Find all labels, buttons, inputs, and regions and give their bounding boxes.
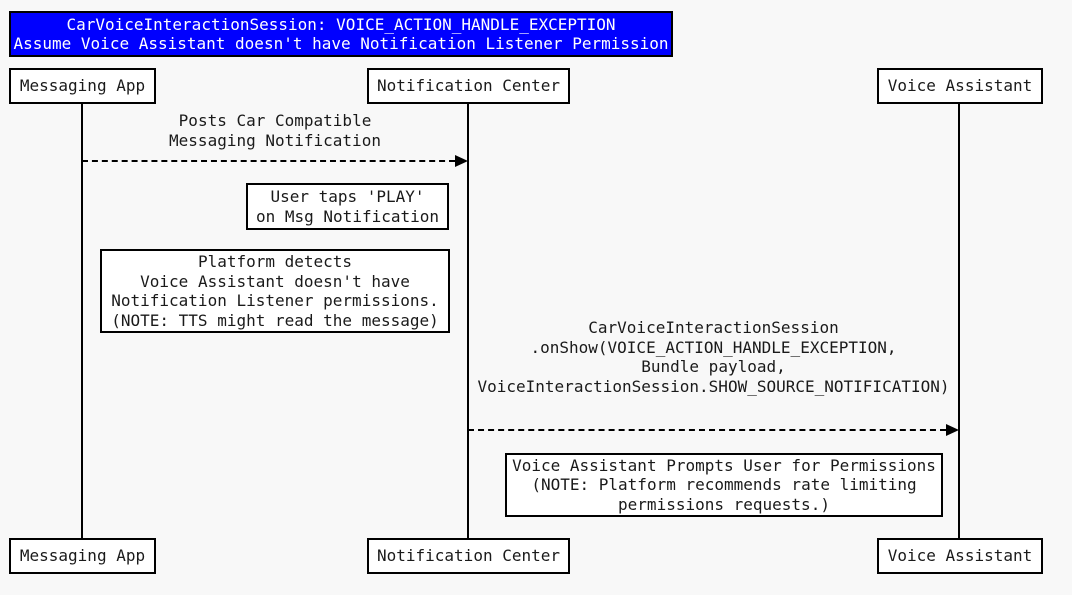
- diagram-title-line-1: CarVoiceInteractionSession: VOICE_ACTION…: [66, 14, 616, 34]
- note-2-line-2: Voice Assistant doesn't have: [140, 271, 410, 291]
- actor-box-messaging-app-top: Messaging App: [9, 68, 156, 104]
- actor-label-voice-assistant-bottom: Voice Assistant: [887, 546, 1033, 566]
- actor-box-notification-center-top: Notification Center: [367, 68, 570, 104]
- message-2-arrowhead: [946, 424, 959, 436]
- message-2-line-4: VoiceInteractionSession.SHOW_SOURCE_NOTI…: [477, 376, 950, 396]
- lifeline-voice-assistant: [958, 104, 960, 538]
- lifeline-messaging-app: [81, 104, 83, 538]
- message-1-label: Posts Car Compatible Messaging Notificat…: [82, 111, 468, 150]
- message-2-arrow-line: [468, 429, 946, 431]
- message-1-arrowhead: [455, 155, 468, 167]
- actor-box-voice-assistant-bottom: Voice Assistant: [877, 538, 1043, 574]
- note-1-line-2: on Msg Notification: [255, 206, 440, 226]
- message-1-arrow-line: [82, 160, 455, 162]
- actor-box-voice-assistant-top: Voice Assistant: [877, 68, 1043, 104]
- message-2-line-2: .onShow(VOICE_ACTION_HANDLE_EXCEPTION,: [530, 337, 897, 357]
- note-3-line-3: permissions requests.): [618, 494, 830, 514]
- actor-label-notification-center-bottom: Notification Center: [376, 546, 561, 566]
- message-2-label: CarVoiceInteractionSession .onShow(VOICE…: [468, 318, 959, 396]
- note-voice-assistant-prompts: Voice Assistant Prompts User for Permiss…: [505, 453, 943, 517]
- note-3-line-2: (NOTE: Platform recommends rate limiting: [531, 475, 917, 495]
- actor-label-messaging-app: Messaging App: [19, 76, 146, 96]
- note-platform-detects: Platform detects Voice Assistant doesn't…: [100, 249, 450, 333]
- actor-box-notification-center-bottom: Notification Center: [367, 538, 570, 574]
- message-2-line-3: Bundle payload,: [641, 357, 786, 376]
- message-1-line-2: Messaging Notification: [169, 130, 381, 150]
- note-2-line-1: Platform detects: [197, 252, 353, 271]
- note-3-line-1: Voice Assistant Prompts User for Permiss…: [512, 455, 936, 475]
- message-1-line-1: Posts Car Compatible: [178, 111, 372, 130]
- diagram-title: CarVoiceInteractionSession: VOICE_ACTION…: [9, 11, 673, 57]
- actor-label-voice-assistant: Voice Assistant: [887, 76, 1033, 96]
- actor-label-notification-center: Notification Center: [376, 76, 561, 96]
- lifeline-notification-center: [467, 104, 469, 538]
- note-2-line-3: Notification Listener permissions.: [111, 291, 439, 310]
- diagram-title-line-2: Assume Voice Assistant doesn't have Noti…: [13, 34, 669, 53]
- actor-box-messaging-app-bottom: Messaging App: [9, 538, 156, 574]
- message-2-line-1: CarVoiceInteractionSession: [588, 318, 839, 337]
- note-user-taps-play: User taps 'PLAY' on Msg Notification: [246, 183, 449, 230]
- actor-label-messaging-app-bottom: Messaging App: [19, 546, 146, 566]
- note-2-line-4: (NOTE: TTS might read the message): [111, 310, 439, 330]
- note-1-line-1: User taps 'PLAY': [270, 187, 425, 206]
